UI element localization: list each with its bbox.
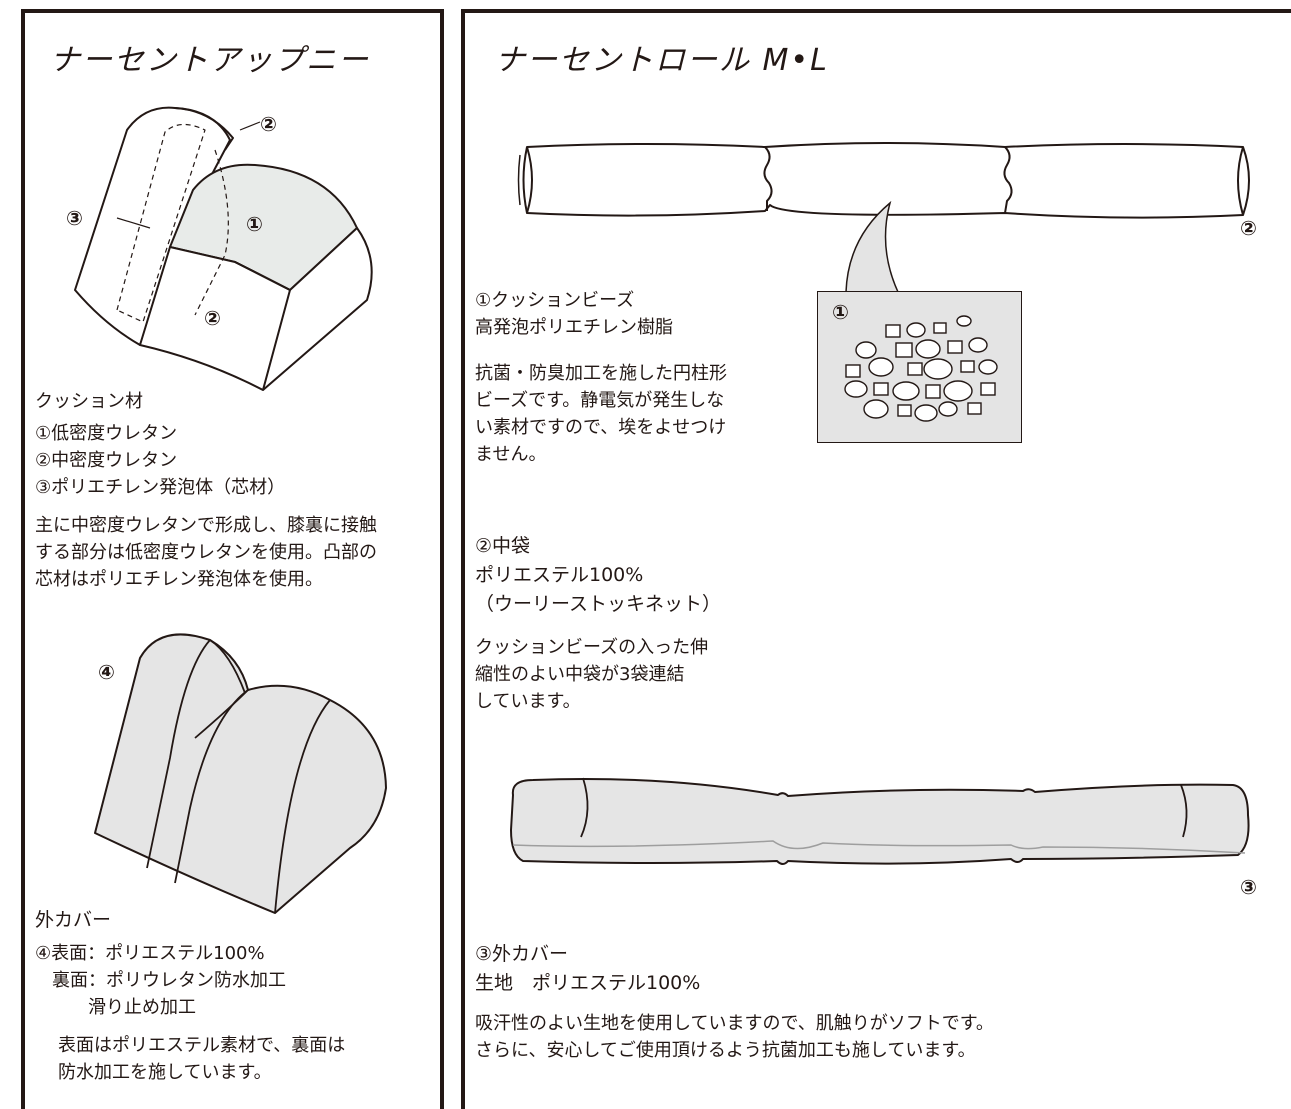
beads-callout-1: ① [832, 300, 849, 324]
roll-callout-2: ② [1240, 216, 1257, 240]
desc-line: 主に中密度ウレタンで形成し、膝裏に接触 [35, 515, 377, 536]
roll-inner-bag-illustration [517, 142, 1250, 219]
outer-cover-description: 吸汗性のよい生地を使用していますので、肌触りがソフトです。 さらに、安心してご使… [475, 1010, 994, 1064]
title-line: ①クッションビーズ [475, 290, 635, 311]
right-panel-frame [461, 9, 1291, 1109]
left-panel-frame [21, 9, 444, 1109]
callout-4: ④ [98, 660, 115, 684]
cover-heading: 外カバー [35, 909, 112, 931]
cover-item: 滑り止め加工 [88, 997, 196, 1018]
callout-2a: ② [260, 112, 277, 136]
bag-title: ②中袋 ポリエステル100% （ウーリーストッキネット） [475, 532, 721, 619]
cover-item: ④表面：ポリエステル100% [35, 943, 265, 964]
desc-line: 芯材はポリエチレン発泡体を使用。 [35, 569, 323, 590]
title-line: ②中袋 [475, 535, 531, 557]
title-line: 高発泡ポリエチレン樹脂 [475, 317, 673, 338]
desc-line: ません。 [475, 444, 547, 465]
callout-3: ③ [66, 206, 83, 230]
knee-cushion-cover-illustration [94, 633, 387, 914]
desc-line: 抗菌・防臭加工を施した円柱形 [475, 363, 727, 384]
title-line: ポリエステル100% [475, 564, 644, 586]
cushion-item: ②中密度ウレタン [35, 450, 178, 471]
cover-item: 裏面：ポリウレタン防水加工 [52, 970, 286, 991]
cover-description: 表面はポリエステル素材で、裏面は 防水加工を施しています。 [58, 1032, 345, 1086]
knee-cushion-cutaway-illustration [74, 106, 373, 391]
desc-line: 防水加工を施しています。 [58, 1062, 272, 1083]
desc-line: ビーズです。静電気が発生しな [475, 390, 725, 411]
cushion-item: ③ポリエチレン発泡体（芯材） [35, 477, 286, 498]
desc-line: 表面はポリエステル素材で、裏面は [58, 1035, 346, 1056]
callout-1: ① [246, 212, 263, 236]
title-line: （ウーリーストッキネット） [475, 593, 722, 615]
bag-description: クッションビーズの入った伸 縮性のよい中袋が3袋連結 しています。 [475, 634, 708, 715]
left-product-title: ナーセントアップニー [50, 43, 370, 78]
cushion-item: ①低密度ウレタン [35, 423, 178, 444]
roll-outer-cover-illustration [510, 777, 1250, 865]
desc-line: い素材ですので、埃をよせつけ [475, 417, 727, 438]
desc-line: クッションビーズの入った伸 [475, 637, 709, 658]
cushion-description: 主に中密度ウレタンで形成し、膝裏に接触 する部分は低密度ウレタンを使用。凸部の … [35, 512, 377, 593]
desc-line: 吸汗性のよい生地を使用していますので、肌触りがソフトです。 [475, 1013, 994, 1034]
desc-line: さらに、安心してご使用頂けるよう抗菌加工も施しています。 [475, 1040, 976, 1061]
cushion-heading: クッション材 [35, 391, 143, 412]
beads-cluster-illustration [844, 315, 998, 422]
beads-pointer [845, 200, 899, 293]
right-product-title: ナーセントロール M•L [495, 43, 829, 78]
beads-title: ①クッションビーズ 高発泡ポリエチレン樹脂 [475, 287, 673, 341]
cover-items: ④表面：ポリエステル100% 裏面：ポリウレタン防水加工 滑り止め加工 [35, 940, 286, 1021]
desc-line: 縮性のよい中袋が3袋連結 [475, 664, 685, 685]
cushion-items: ①低密度ウレタン ②中密度ウレタン ③ポリエチレン発泡体（芯材） [35, 420, 285, 501]
beads-description: 抗菌・防臭加工を施した円柱形 ビーズです。静電気が発生しな い素材ですので、埃を… [475, 360, 727, 468]
desc-line: しています。 [475, 691, 581, 712]
callout-2b: ② [204, 306, 221, 330]
cover-callout-3: ③ [1240, 875, 1257, 899]
desc-line: する部分は低密度ウレタンを使用。凸部の [35, 542, 377, 563]
title-line: ③外カバー [475, 943, 569, 965]
outer-cover-title: ③外カバー 生地 ポリエステル100% [475, 940, 700, 998]
title-line: 生地 ポリエステル100% [475, 972, 701, 994]
